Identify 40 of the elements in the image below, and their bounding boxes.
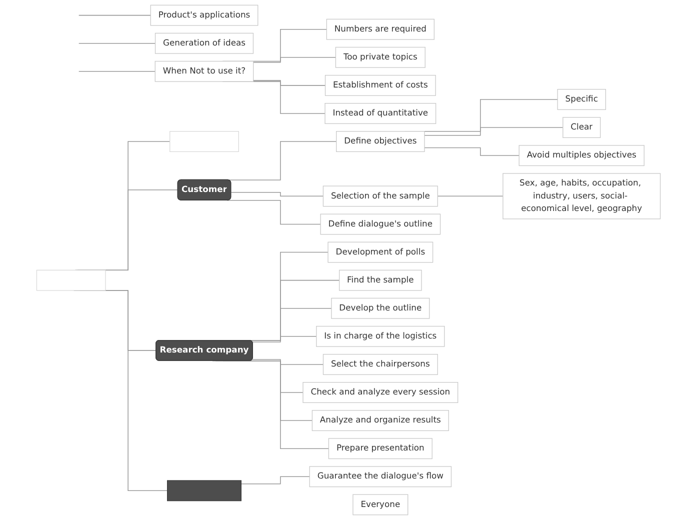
node-box: Product's applications <box>150 4 258 26</box>
node-box: Instead of quantitative <box>324 103 436 124</box>
node-box: Establishment of costs <box>324 74 436 96</box>
node-box: Develop the outline <box>331 298 430 319</box>
node-box: Select the chairpersons <box>322 354 438 375</box>
node-box: Analyze and organize results <box>312 410 449 432</box>
node-box: Define dialogue's outline <box>320 214 441 235</box>
node-box: Selection of the sample <box>322 186 438 207</box>
connector <box>252 336 317 342</box>
node-box: Guarantee the dialogue's flow <box>309 466 452 488</box>
node-box <box>167 480 242 502</box>
connector <box>424 147 520 156</box>
node-box <box>36 270 106 291</box>
connector <box>230 192 324 197</box>
node-box: Too private topics <box>335 46 426 68</box>
connector <box>437 196 504 197</box>
connector <box>240 476 310 484</box>
node-box: Define objectives <box>336 131 425 152</box>
node-box: When Not to use it? <box>154 60 254 82</box>
node-box: Is in charge of the logistics <box>316 326 445 347</box>
connector <box>252 80 326 86</box>
connector <box>226 200 321 225</box>
connector <box>252 359 324 365</box>
connector <box>424 127 564 136</box>
node-box: Everyone <box>352 494 408 516</box>
node-box: Sex, age, habits, occupation, industry, users, social- economical level, geography <box>502 173 661 220</box>
node-box: Avoid multiples objectives <box>518 145 644 166</box>
node-box: Specific <box>557 88 606 110</box>
node-box: Prepare presentation <box>328 438 432 460</box>
node-box: Clear <box>562 117 601 138</box>
node-box: Find the sample <box>338 270 422 291</box>
node-box <box>170 131 239 152</box>
node-box: Check and analyze every session <box>302 382 458 403</box>
node-box: Numbers are required <box>326 18 434 40</box>
node-box: Generation of ideas <box>154 32 254 54</box>
node-box: Development of polls <box>328 242 434 263</box>
connector <box>78 71 156 72</box>
connector <box>78 42 156 44</box>
connector <box>78 14 152 16</box>
connector <box>252 57 336 63</box>
